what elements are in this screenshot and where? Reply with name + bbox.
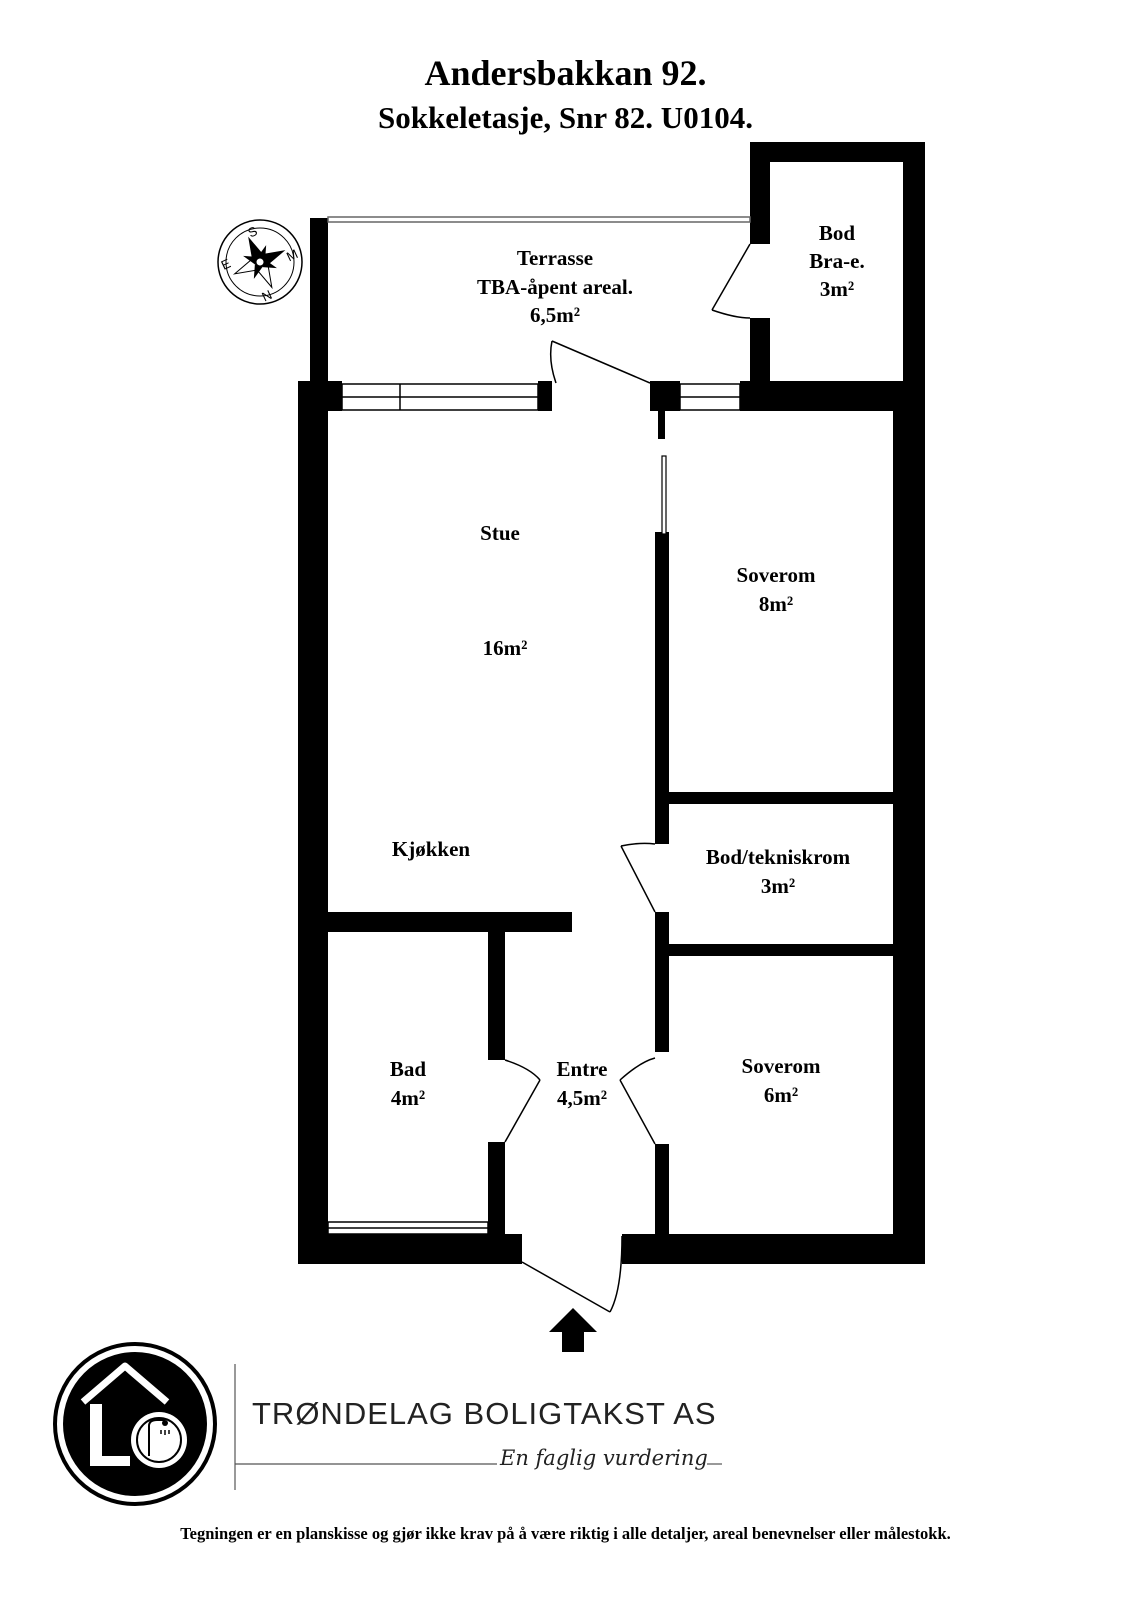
wall-bottom-right bbox=[622, 1234, 925, 1264]
wall-interior-mid bbox=[655, 912, 669, 1052]
wall-interior-upper bbox=[655, 532, 669, 844]
label-entre-name: Entre bbox=[557, 1057, 608, 1081]
wall-bad-right-upper bbox=[488, 926, 505, 1060]
label-bod-note: Bra-e. bbox=[809, 249, 864, 273]
company-name: TRØNDELAG BOLIGTAKST AS bbox=[252, 1396, 717, 1431]
wall-bod-left-upper bbox=[750, 142, 770, 244]
label-stue-name: Stue bbox=[480, 521, 520, 545]
compass-rose-icon: S M N E bbox=[217, 219, 303, 305]
label-soverom1-area: 8m² bbox=[759, 592, 793, 616]
label-stue-area: 16m² bbox=[483, 636, 528, 660]
brand-lines bbox=[234, 1364, 722, 1490]
page-title: Andersbakkan 92. bbox=[424, 53, 707, 93]
sliding-door bbox=[661, 455, 667, 535]
label-terrasse-note: TBA-åpent areal. bbox=[477, 275, 633, 299]
label-tekniskrom-area: 3m² bbox=[761, 874, 795, 898]
wall-terrace-left bbox=[310, 218, 328, 394]
label-bod-area: 3m² bbox=[820, 277, 854, 301]
label-bad-area: 4m² bbox=[391, 1086, 425, 1110]
wall-bad-right-lower bbox=[488, 1142, 505, 1242]
wall-bod-top bbox=[750, 142, 925, 162]
windows bbox=[327, 383, 741, 1235]
wall-top-left bbox=[298, 381, 342, 411]
label-terrasse-name: Terrasse bbox=[517, 246, 593, 270]
wall-soverom-bottom bbox=[655, 792, 905, 804]
disclaimer-text: Tegningen er en planskisse og gjør ikke … bbox=[180, 1524, 951, 1543]
wall-top-pillar bbox=[650, 381, 680, 411]
walls bbox=[298, 142, 925, 1264]
room-labels: Terrasse TBA-åpent areal. 6,5m² Bod Bra-… bbox=[390, 221, 865, 1110]
label-soverom2-area: 6m² bbox=[764, 1083, 798, 1107]
wall-top-right bbox=[740, 381, 925, 411]
label-soverom2-name: Soverom bbox=[742, 1054, 821, 1078]
wall-bod-right bbox=[903, 142, 925, 402]
entrance-arrow-icon bbox=[549, 1308, 597, 1352]
label-soverom1-name: Soverom bbox=[737, 563, 816, 587]
wall-tekniskrom-bottom bbox=[655, 944, 905, 956]
wall-top-pillar-stub bbox=[658, 411, 665, 439]
label-tekniskrom-name: Bod/tekniskrom bbox=[706, 845, 851, 869]
label-terrasse-area: 6,5m² bbox=[530, 303, 580, 327]
page-subtitle: Sokkeletasje, Snr 82. U0104. bbox=[378, 100, 753, 135]
wall-bottom-left bbox=[298, 1234, 522, 1264]
wall-bod-left-lower bbox=[750, 318, 770, 402]
wall-right-outer bbox=[893, 408, 925, 1264]
label-bad-name: Bad bbox=[390, 1057, 427, 1081]
wall-top-mid bbox=[538, 381, 552, 411]
wall-interior-lower bbox=[655, 1144, 669, 1244]
label-bod-name: Bod bbox=[819, 221, 856, 245]
wall-kitchen-bottom bbox=[310, 912, 572, 932]
label-kjokken: Kjøkken bbox=[392, 837, 471, 861]
door-swings bbox=[504, 243, 751, 1313]
terrace-railing bbox=[327, 216, 751, 223]
company-tagline: En faglig vurdering bbox=[500, 1446, 708, 1470]
label-entre-area: 4,5m² bbox=[557, 1086, 607, 1110]
house-shower-logo-icon bbox=[53, 1342, 217, 1506]
wall-left-outer bbox=[298, 388, 328, 1264]
